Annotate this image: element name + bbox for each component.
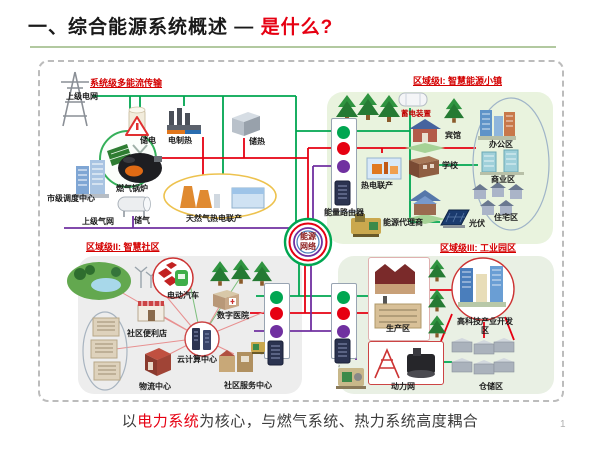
tree-icon	[210, 260, 230, 286]
label-warehouse-zone: 仓储区	[479, 382, 503, 391]
heat-storage-icon	[226, 108, 264, 138]
label-gas-boiler: 燃气锅炉	[116, 184, 148, 193]
page-number: 1	[560, 419, 566, 430]
tree-icon	[378, 94, 400, 122]
community-device-icon	[249, 336, 267, 356]
commercial-towers-icon	[478, 146, 524, 178]
label-hotel: 宾馆	[445, 131, 461, 140]
page-title-highlight: 是什么?	[260, 17, 334, 38]
hotel-building-icon	[405, 116, 445, 154]
office-towers-icon	[477, 104, 517, 144]
convenience-store-icon	[135, 297, 167, 325]
school-building-icon	[405, 148, 443, 182]
label-storage-heat: 储热	[249, 137, 265, 146]
diagram-frame	[38, 60, 564, 402]
transmission-tower-icon	[52, 68, 98, 128]
apartment-blocks-icon	[83, 312, 129, 392]
tree-icon	[428, 288, 446, 312]
tree-icon	[231, 258, 251, 284]
tree-icon	[252, 260, 272, 286]
energy-router-icon	[334, 180, 351, 206]
label-battery-zone: 蓄电装置	[401, 109, 431, 118]
pv-panel-icon	[437, 205, 471, 231]
label-ev: 电动汽车	[167, 291, 199, 300]
cloud-computing-center-icon	[184, 321, 220, 357]
label-storage-elec: 储电	[140, 136, 156, 145]
gas-boiler-icon	[114, 146, 164, 188]
community-service-center-icon	[215, 344, 257, 378]
label-hightech-zone: 高科技产业开发区	[457, 317, 513, 335]
label-residential-zone: 住宅区	[494, 213, 518, 222]
energy-network-hub: 能源 网络	[291, 232, 325, 252]
residential-houses-icon	[470, 180, 526, 218]
tree-icon	[428, 314, 446, 338]
electricity-node-dot	[337, 126, 350, 139]
caption-highlight: 电力系统	[137, 413, 200, 430]
caption-pre: 以	[121, 413, 138, 430]
section-title-community: 区域级II: 智慧社区	[86, 242, 160, 252]
power-net-icon	[368, 341, 444, 385]
section-title-town: 区域级I: 智慧能源小镇	[413, 76, 502, 86]
title-underline	[30, 46, 556, 48]
label-commercial-zone: 商业区	[491, 175, 515, 184]
hub-line1: 能源	[300, 232, 316, 241]
label-production-zone: 生产区	[386, 324, 410, 333]
park-icon	[66, 260, 132, 302]
page-title-main: 一、综合能源系统概述 —	[28, 17, 255, 38]
heat-node-dot	[270, 307, 283, 320]
transformer-icon	[334, 358, 368, 392]
logistics-center-icon	[139, 342, 177, 382]
label-upper-gas: 上级气网	[82, 217, 114, 226]
section-title-industry: 区域级III: 工业园区	[440, 243, 516, 253]
label-logistics: 物流中心	[139, 382, 171, 391]
label-cloud: 云计算中心	[177, 355, 217, 364]
tree-icon	[357, 92, 379, 120]
label-city-dispatch: 市级调度中心	[47, 194, 95, 203]
label-power-to-heat: 电制热	[168, 136, 192, 145]
label-town-chp: 热电联产	[361, 181, 393, 190]
heat-node-dot	[337, 142, 350, 155]
label-power-net: 动力网	[391, 382, 415, 391]
label-pv: 光伏	[469, 219, 485, 228]
label-energy-router: 能量路由器	[324, 208, 364, 217]
label-hospital: 数字医院	[217, 311, 249, 320]
pavilion-building-icon	[405, 186, 445, 226]
label-gas-chp: 天然气热电联产	[186, 214, 242, 223]
gas-chp-plants-icon	[170, 174, 272, 214]
page-title: 一、综合能源系统概述 — 是什么?	[28, 12, 333, 39]
electricity-node-dot	[337, 291, 350, 304]
hightech-zone-icon	[450, 256, 516, 322]
hub-line2: 网络	[300, 242, 316, 251]
gas-node-dot	[337, 325, 350, 338]
electricity-storage-icon	[122, 104, 152, 138]
caption-post: 为核心，与燃气系统、热力系统高度耦合	[199, 413, 479, 430]
dispatch-center-building-icon	[68, 156, 112, 200]
town-chp-icon	[364, 150, 404, 182]
gas-node-dot	[337, 160, 350, 173]
label-storage-gas: 储气	[134, 216, 150, 225]
label-store: 社区便利店	[127, 329, 167, 338]
tree-icon	[428, 258, 446, 282]
tree-icon	[444, 97, 464, 123]
gas-storage-tank-icon	[114, 191, 154, 219]
warehouse-zone-icon	[448, 336, 518, 380]
ev-zone-icon	[151, 257, 195, 301]
slide-caption: 以电力系统为核心，与燃气系统、热力系统高度耦合	[0, 410, 600, 431]
production-zone-icon	[368, 257, 430, 341]
energy-agent-icon	[349, 210, 383, 238]
label-school: 学校	[442, 161, 458, 170]
battery-cylinder-icon	[397, 90, 429, 110]
server-icon	[267, 340, 284, 366]
heat-node-dot	[337, 307, 350, 320]
section-title-system: 系统级多能流传输	[90, 78, 163, 88]
label-office-zone: 办公区	[489, 140, 513, 149]
electric-heating-plant-icon	[163, 103, 205, 137]
digital-hospital-icon	[209, 284, 243, 314]
electricity-node-dot	[270, 291, 283, 304]
server-icon	[334, 338, 351, 364]
gas-node-dot	[270, 325, 283, 338]
label-energy-agent: 能源代理商	[383, 218, 423, 227]
label-community-service: 社区服务中心	[224, 381, 272, 390]
label-upper-grid: 上级电网	[66, 92, 98, 101]
